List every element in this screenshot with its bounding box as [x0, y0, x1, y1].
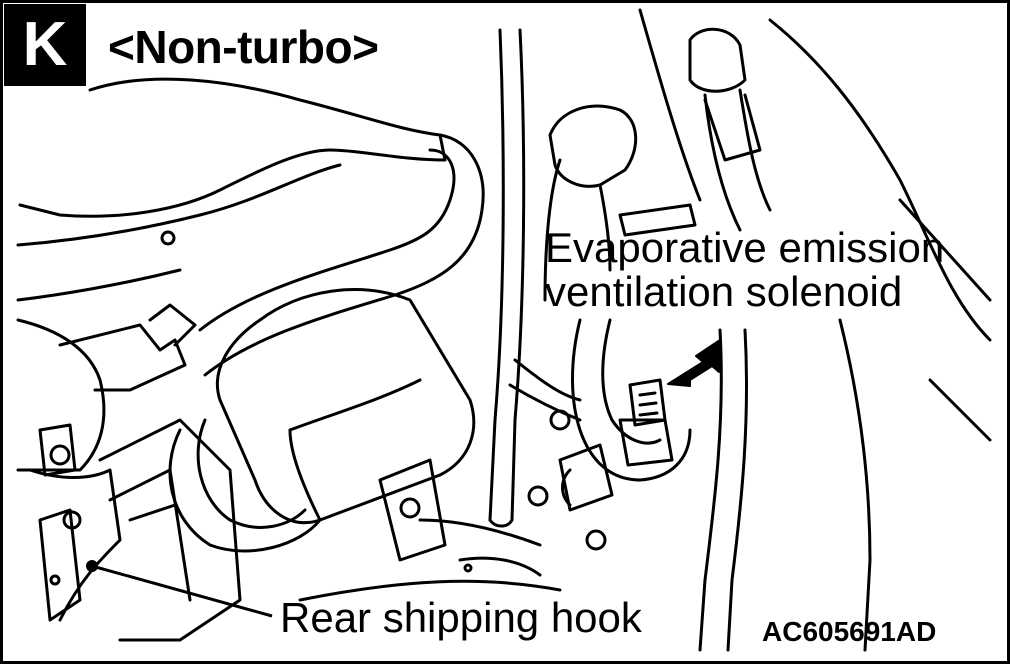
hook-leader-line: [91, 564, 273, 618]
canister: [215, 288, 476, 525]
hook-leader-dot: [86, 560, 98, 572]
shipping-hook-label: Rear shipping hook: [280, 594, 642, 641]
figure-code: AC605691AD: [762, 616, 937, 647]
upper-member: [18, 77, 447, 218]
upper-fitting: [548, 104, 638, 188]
solenoid-pointer-arrow: [667, 339, 721, 387]
solenoid-body: [628, 378, 667, 427]
left-block: [16, 318, 106, 472]
vertical-pipe: [488, 28, 505, 522]
solenoid-hose: [571, 318, 692, 482]
hook-bracket: [98, 418, 242, 642]
component-label-line1: Evaporative emission: [545, 224, 945, 271]
component-label-line2: ventilation solenoid: [545, 268, 903, 315]
variant-label: <Non-turbo>: [108, 21, 379, 73]
right-hose: [688, 27, 747, 93]
hose-upper: [198, 148, 456, 332]
section-badge: K: [4, 4, 86, 86]
